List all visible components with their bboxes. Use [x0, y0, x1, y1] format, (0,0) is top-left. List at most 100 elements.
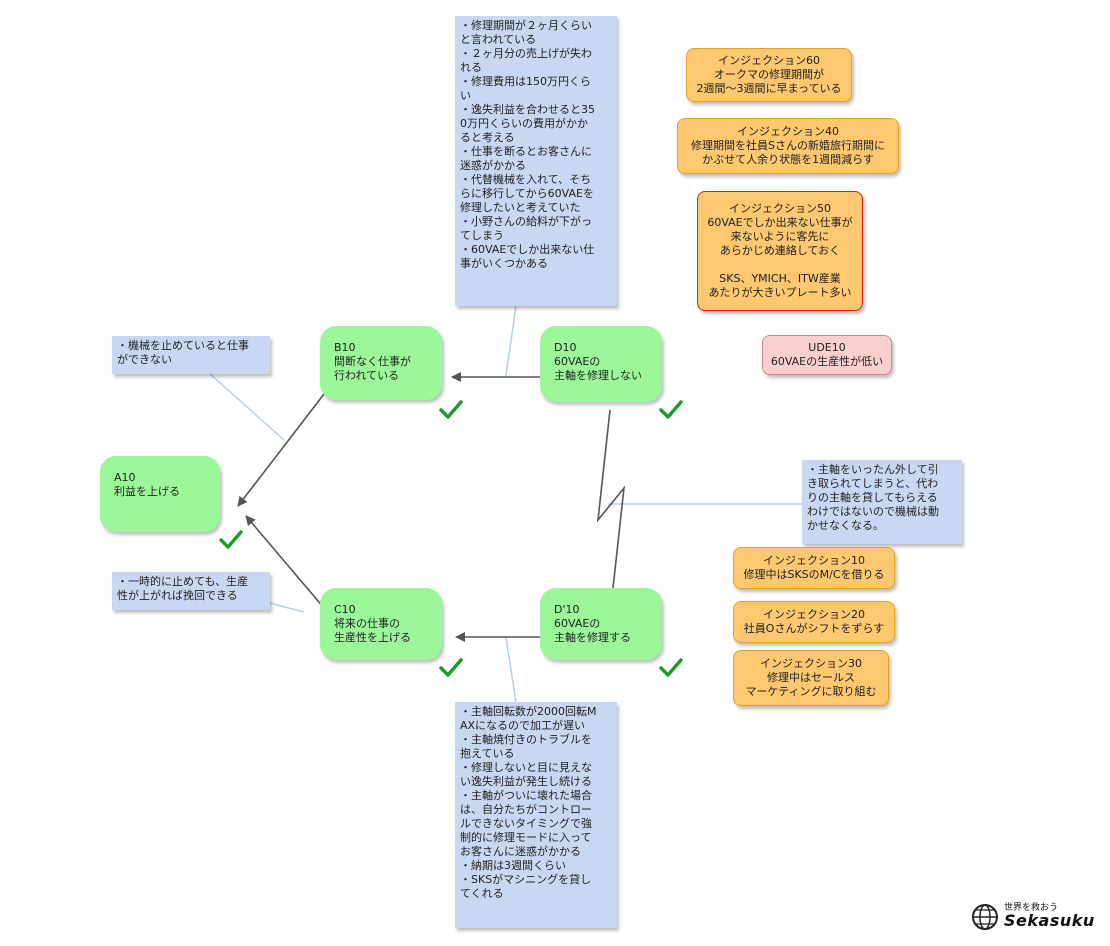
- node-d10: D10 60VAEの 主軸を修理しない: [540, 326, 662, 402]
- note-c10-assumption: ・一時的に止めても、生産 性が上がれば挽回できる: [112, 572, 270, 610]
- note-line: お客さんに迷惑がかかる: [460, 845, 581, 858]
- note-line: 抱えている: [460, 747, 515, 760]
- check-icon: [219, 530, 243, 549]
- note-line: き取られてしまうと、代わ: [807, 477, 939, 490]
- note-line: 制的に修理モードに入って: [460, 831, 592, 844]
- note-line: わけではないので機械は動: [807, 505, 939, 518]
- node-a10: A10 利益を上げる: [100, 456, 220, 532]
- ude-10: UDE10 60VAEの生産性が低い: [762, 335, 892, 375]
- note-line: ・代替機械を入れて、そち: [460, 173, 592, 186]
- note-line: ・60VAEでしか出来ない仕: [460, 243, 595, 256]
- node-c10-id: C10: [334, 603, 356, 616]
- injection-line: インジェクション60: [718, 54, 820, 67]
- node-b10: B10 間断なく仕事が 行われている: [320, 326, 442, 400]
- note-line: ・納期は3週間くらい: [460, 859, 566, 872]
- injection-60: インジェクション60 オークマの修理期間が 2週間～3週間に早まっている: [686, 48, 852, 102]
- injection-line: あたりが大きいプレート多い: [708, 286, 852, 299]
- node-d10-prime-line1: 60VAEの: [554, 617, 601, 630]
- node-d10-prime-line2: 主軸を修理する: [554, 631, 631, 644]
- check-icon: [439, 658, 463, 677]
- note-line: てしまう: [460, 229, 504, 242]
- logo-tagline: 世界を救おう: [1004, 903, 1059, 913]
- note-line: は、自分たちがコントロー: [460, 803, 592, 816]
- note-line: ・２ヶ月分の売上げが失わ: [460, 47, 592, 60]
- node-a10-id: A10: [114, 471, 136, 484]
- node-d10-prime-id: D'10: [554, 603, 580, 616]
- note-line: ・主軸回転数が2000回転M: [460, 705, 597, 718]
- injection-line: マーケティングに取り組む: [745, 685, 877, 698]
- injection-line: インジェクション20: [763, 608, 865, 621]
- injection-line: 修理中はSKSのM/Cを借りる: [743, 568, 885, 581]
- injection-line: インジェクション10: [763, 554, 865, 567]
- node-d10-line1: 60VAEの: [554, 355, 601, 368]
- globe-icon: [972, 904, 998, 930]
- injection-line: インジェクション50: [729, 202, 831, 215]
- note-line: ・機械を止めていると仕事: [117, 339, 249, 352]
- note-top-d10-reasons: ・修理期間が２ヶ月くらい と言われている ・２ヶ月分の売上げが失わ れる ・修理…: [455, 16, 617, 306]
- note-line: ・修理期間が２ヶ月くらい: [460, 19, 592, 32]
- note-line: AXになるので加工が遅い: [460, 719, 586, 732]
- note-line: てくれる: [460, 887, 504, 900]
- note-line: ・主軸がついに壊れた場合: [460, 789, 592, 802]
- injection-line: あらかじめ連絡しておく: [719, 244, 841, 257]
- note-line: と言われている: [460, 33, 537, 46]
- node-b10-line2: 行われている: [334, 369, 400, 382]
- injection-20: インジェクション20 社員Oさんがシフトをずらす: [733, 601, 895, 643]
- injection-line: オークマの修理期間が: [714, 68, 824, 81]
- note-bottom-d10p-reasons: ・主軸回転数が2000回転M AXになるので加工が遅い ・主軸焼付きのトラブルを…: [455, 702, 617, 928]
- node-b10-id: B10: [334, 341, 356, 354]
- injection-line: 来ないように客先に: [730, 230, 830, 243]
- injection-line: SKS、YMICH、ITW産業: [719, 272, 841, 285]
- conflict-line: [596, 409, 626, 589]
- note-leader-bottom: [505, 637, 517, 703]
- node-d10-line2: 主軸を修理しない: [554, 369, 642, 382]
- note-line: ・小野さんの給料が下がっ: [460, 215, 592, 228]
- ude-text: 60VAEの生産性が低い: [770, 355, 884, 368]
- injection-30: インジェクション30 修理中はセールス マーケティングに取り組む: [733, 650, 889, 706]
- injection-line: 60VAEでしか出来ない仕事が: [707, 216, 853, 229]
- note-line: りの主軸を貸してもらえる: [807, 491, 938, 504]
- injection-10: インジェクション10 修理中はSKSのM/Cを借りる: [733, 547, 895, 589]
- note-line: ・一時的に止めても、生産: [117, 575, 249, 588]
- note-line: ・修理費用は150万円くら: [460, 75, 591, 88]
- check-icon: [659, 658, 683, 677]
- note-line: ができない: [117, 353, 172, 366]
- note-line: ルできないタイミングで強: [460, 817, 592, 830]
- note-line: れる: [460, 61, 482, 74]
- injection-50: インジェクション50 60VAEでしか出来ない仕事が 来ないように客先に あらか…: [697, 191, 863, 311]
- note-conflict-assumption: ・主軸をいったん外して引 き取られてしまうと、代わ りの主軸を貸してもらえる わ…: [802, 460, 962, 544]
- note-leader-top: [505, 305, 517, 377]
- note-line: 事がいくつかある: [460, 257, 548, 270]
- node-a10-text: 利益を上げる: [114, 485, 180, 498]
- note-line: い逸失利益が発生し続ける: [460, 775, 592, 788]
- node-c10-line2: 生産性を上げる: [334, 631, 411, 644]
- injection-line: 2週間～3週間に早まっている: [696, 82, 842, 95]
- note-line: 0万円くらいの費用がかか: [460, 117, 588, 130]
- note-line: ・修理しないと目に見えな: [460, 761, 592, 774]
- sekasuku-logo: 世界を救おう Sekasuku: [970, 898, 1100, 938]
- note-line: ・仕事を断るとお客さんに: [460, 145, 592, 158]
- logo-name: Sekasuku: [1004, 911, 1095, 930]
- injection-line: かぶせて人余り状態を1週間減らす: [702, 153, 874, 166]
- note-line: ・主軸をいったん外して引: [807, 463, 939, 476]
- injection-line: インジェクション30: [760, 657, 862, 670]
- note-line: ・SKSがマシニングを貸し: [460, 873, 592, 886]
- note-line: 迷惑がかかる: [460, 159, 526, 172]
- note-leader-b: [209, 373, 285, 441]
- note-line: らに移行してから60VAEを: [460, 187, 594, 200]
- note-line: ると考える: [460, 131, 515, 144]
- note-line: 修理したいと考えていた: [460, 201, 581, 214]
- arrow-b10-to-a10: [237, 393, 325, 507]
- note-line: 性が上がれば挽回できる: [117, 589, 238, 602]
- node-c10-line1: 将来の仕事の: [334, 617, 400, 630]
- note-b10-assumption: ・機械を止めていると仕事 ができない: [112, 336, 270, 374]
- check-icon: [439, 400, 463, 419]
- injection-line: 修理期間を社員Sさんの新婚旅行期間に: [691, 139, 885, 152]
- injection-40: インジェクション40 修理期間を社員Sさんの新婚旅行期間に かぶせて人余り状態を…: [677, 118, 899, 174]
- note-line: い: [460, 89, 471, 102]
- injection-line: 社員Oさんがシフトをずらす: [743, 622, 885, 635]
- injection-line: インジェクション40: [737, 125, 839, 138]
- check-icon: [659, 400, 683, 419]
- node-b10-line1: 間断なく仕事が: [334, 355, 411, 368]
